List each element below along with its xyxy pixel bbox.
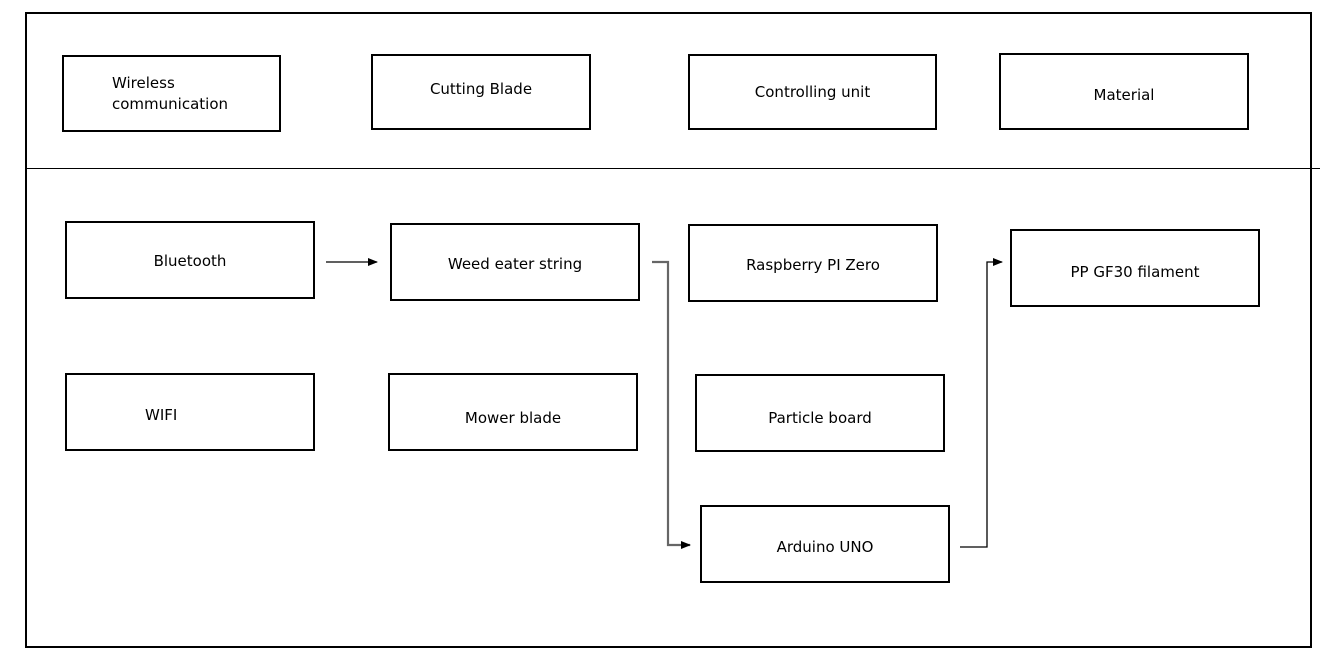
category-box-cutting-blade: Cutting Blade	[371, 54, 591, 130]
component-label-raspberry-pi-zero: Raspberry PI Zero	[746, 256, 880, 274]
component-label-bluetooth: Bluetooth	[153, 252, 227, 270]
component-box-mower-blade: Mower blade	[388, 373, 638, 451]
component-label-pp-gf30-filament: PP GF30 filament	[1070, 263, 1200, 281]
component-box-particle-board: Particle board	[695, 374, 945, 452]
component-box-raspberry-pi-zero: Raspberry PI Zero	[688, 224, 938, 302]
component-box-wifi: WIFI	[65, 373, 315, 451]
component-label-arduino-uno: Arduino UNO	[776, 538, 874, 556]
category-label-controlling-unit: Controlling unit	[754, 83, 871, 101]
category-label-wireless: Wireless communication	[112, 74, 229, 113]
component-label-mower-blade: Mower blade	[464, 409, 562, 427]
component-label-particle-board: Particle board	[768, 409, 872, 427]
category-box-wireless: Wireless communication	[62, 55, 281, 132]
component-box-pp-gf30-filament: PP GF30 filament	[1010, 229, 1260, 307]
category-label-cutting-blade: Cutting Blade	[429, 80, 533, 98]
category-label-material: Material	[1093, 86, 1155, 104]
category-box-controlling-unit: Controlling unit	[688, 54, 937, 130]
component-box-arduino-uno: Arduino UNO	[700, 505, 950, 583]
component-box-bluetooth: Bluetooth	[65, 221, 315, 299]
diagram-frame	[25, 12, 1312, 648]
component-label-wifi: WIFI	[145, 406, 178, 424]
component-box-weed-eater-string: Weed eater string	[390, 223, 640, 301]
section-divider	[25, 168, 1320, 169]
component-label-weed-eater-string: Weed eater string	[447, 255, 583, 273]
category-box-material: Material	[999, 53, 1249, 130]
